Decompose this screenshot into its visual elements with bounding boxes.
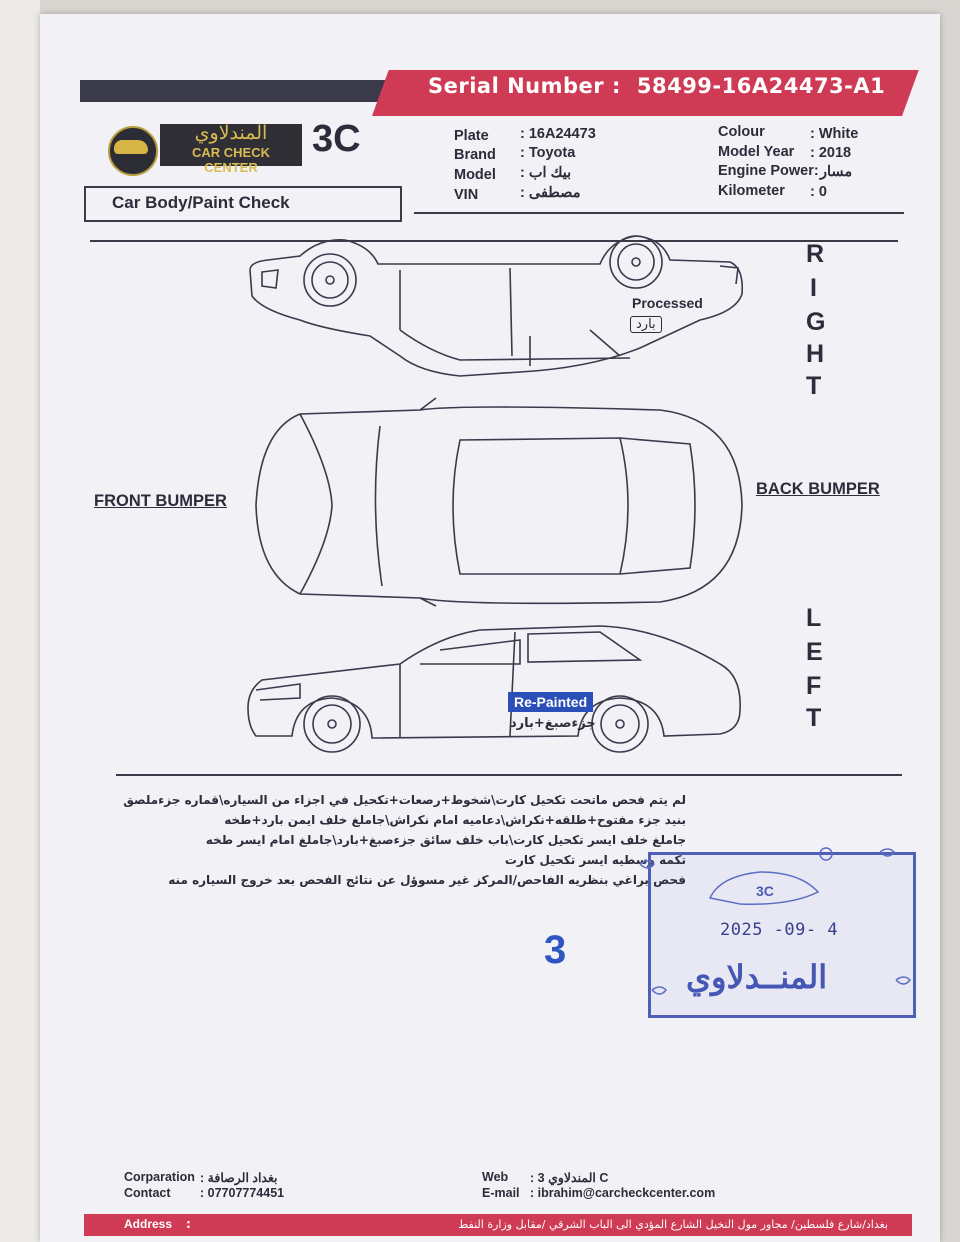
email-label: E-mail bbox=[482, 1186, 520, 1200]
contact-label: Contact bbox=[124, 1186, 171, 1200]
top-rule bbox=[90, 240, 898, 242]
logo-3c-mark: 3C bbox=[312, 118, 361, 160]
processed-tag: Processed bbox=[632, 295, 703, 311]
stamp-date: 2025 -09- 4 bbox=[720, 920, 839, 940]
serial-number: Serial Number : 58499-16A24473-A1 bbox=[428, 74, 901, 98]
kilometer-value: : 0 bbox=[810, 184, 827, 200]
processed-tag-arabic: بارد bbox=[630, 316, 662, 333]
model-label: Model bbox=[454, 167, 496, 183]
right-letter-r: R bbox=[806, 240, 825, 268]
section-title: Car Body/Paint Check bbox=[112, 193, 290, 212]
info-divider bbox=[414, 212, 904, 214]
email-value: : ibrahim@carcheckcenter.com bbox=[530, 1186, 716, 1200]
page-number: 3 bbox=[544, 928, 567, 972]
note-line: بنيد جزء مفتوح+طلقه+نكراش\دعاميه امام نك… bbox=[224, 813, 686, 827]
repainted-tag-arabic: جزءصبغ+بارد bbox=[510, 716, 596, 731]
bottom-rule bbox=[116, 774, 902, 776]
inspection-sheet bbox=[40, 14, 940, 1242]
left-letter-t: T bbox=[806, 704, 822, 732]
logo-arabic: المندلاوي bbox=[194, 122, 268, 144]
brand-label: Brand bbox=[454, 147, 496, 163]
left-letter-l: L bbox=[806, 604, 822, 632]
right-letter-i: I bbox=[810, 274, 817, 302]
logo-car-icon bbox=[114, 140, 148, 154]
note-line: فحص براغي بنظريه الفاحص/المركز غير مسوؤل… bbox=[168, 873, 686, 887]
serial-label: Serial Number : bbox=[428, 74, 621, 98]
car-right-side-view bbox=[249, 235, 744, 377]
web-label: Web bbox=[482, 1170, 509, 1184]
back-bumper-label: BACK BUMPER bbox=[756, 480, 880, 498]
model-year-label: Model Year bbox=[718, 144, 795, 160]
note-line: لم يتم فحص ماتحت تكحيل كارت\شخوط+رصعات+ت… bbox=[123, 793, 686, 807]
kilometer-label: Kilometer bbox=[718, 183, 785, 199]
logo-plate bbox=[160, 124, 302, 166]
corporation-value: : بغداد الرصافة bbox=[200, 1171, 278, 1185]
stamp-name: المنــدلاوي bbox=[686, 958, 828, 996]
serial-value: 58499-16A24473-A1 bbox=[636, 74, 886, 98]
vin-value: : مصطفى bbox=[520, 185, 581, 201]
address-value: بغداد/شارع فلسطين/ مجاور مول النخيل الشا… bbox=[458, 1218, 888, 1231]
address-colon: : bbox=[186, 1217, 191, 1231]
stamp-pin-icon bbox=[819, 847, 833, 861]
right-letter-g: G bbox=[806, 308, 826, 336]
plate-value: : 16A24473 bbox=[520, 126, 596, 142]
engine-power-value: مسار bbox=[820, 164, 853, 180]
inspection-notes: لم يتم فحص ماتحت تكحيل كارت\شخوط+رصعات+ت… bbox=[120, 790, 686, 890]
engine-power-label: Engine Power: bbox=[718, 163, 819, 179]
stamp-3c-mark: 3C bbox=[756, 883, 774, 899]
adjacent-page-edge bbox=[0, 0, 40, 1242]
corporation-label: Corparation bbox=[124, 1170, 195, 1184]
left-letter-f: F bbox=[806, 672, 822, 700]
brand-value: : Toyota bbox=[520, 145, 576, 161]
stamp-car-icon bbox=[708, 871, 820, 905]
car-left-side-view bbox=[247, 625, 741, 753]
car-top-view bbox=[255, 397, 743, 607]
left-letter-e: E bbox=[806, 638, 823, 666]
colour-label: Colour bbox=[718, 124, 765, 140]
logo-english: CAR CHECK CENTER bbox=[192, 145, 270, 175]
right-letter-h: H bbox=[806, 340, 825, 368]
header-gray-band bbox=[80, 80, 400, 102]
section-title-box bbox=[84, 186, 402, 222]
repainted-tag: Re-Painted bbox=[508, 692, 594, 712]
right-letter-t: T bbox=[806, 372, 822, 400]
vin-label: VIN bbox=[454, 187, 479, 203]
front-bumper-label: FRONT BUMPER bbox=[94, 492, 227, 510]
model-year-value: : 2018 bbox=[810, 145, 852, 161]
address-band bbox=[84, 1214, 912, 1236]
address-label: Address bbox=[124, 1217, 173, 1231]
inspection-stamp bbox=[648, 852, 916, 1018]
plate-label: Plate bbox=[454, 128, 489, 144]
note-line: جاملغ خلف ايسر تكحيل كارت\باب خلف سائق ج… bbox=[205, 833, 686, 847]
contact-value: : 07707774451 bbox=[200, 1186, 285, 1200]
colour-value: : White bbox=[810, 126, 859, 142]
web-value: : 3 المندلاوي C bbox=[530, 1171, 609, 1185]
model-value: : بيك اب bbox=[520, 165, 572, 181]
